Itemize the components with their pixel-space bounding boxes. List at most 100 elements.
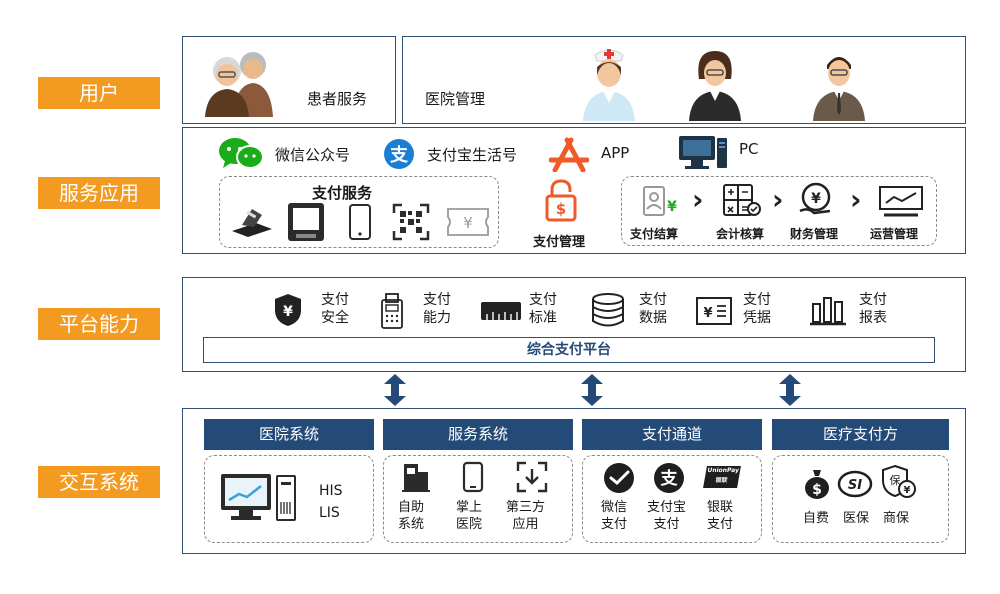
commercial-insurance-label: 商保	[883, 511, 910, 526]
svg-text:¥: ¥	[667, 199, 677, 215]
hospital-mgmt-label: 医院管理	[425, 90, 486, 108]
label-line1: 微信	[601, 500, 628, 515]
workflow-accounting-label: 会计核算	[716, 227, 765, 241]
channel-alipay-label: 支付宝生活号	[427, 146, 518, 164]
label-line1: 掌上	[456, 500, 483, 515]
monitor-icon	[219, 472, 299, 526]
workflow-settlement-label: 支付结算	[630, 227, 679, 241]
payment-services-group: 支付服务	[219, 176, 499, 248]
kiosk-icon	[286, 201, 326, 243]
interaction-box: 医院系统 HIS LIS 服务系统	[182, 408, 966, 554]
cap-line2: 凭据	[743, 310, 771, 326]
pos-terminal-icon	[228, 205, 276, 239]
workflow-operations-label: 运营管理	[870, 227, 919, 241]
wechat-pay-icon	[603, 462, 635, 494]
medical-payer-header: 医疗支付方	[772, 419, 949, 450]
platform-box: ¥ 支付 安全 支付 能力 支付 标准	[182, 277, 966, 372]
mobile-hospital-label: 掌上 医院	[456, 499, 482, 533]
svg-text:SI: SI	[848, 478, 862, 493]
finance-icon: ¥	[796, 181, 836, 219]
cap-line1: 支付	[529, 292, 557, 308]
svg-text:$: $	[556, 200, 566, 218]
layer-label-interaction: 交互系统	[38, 466, 160, 498]
double-arrow-icon	[382, 374, 408, 406]
hospital-system-header: 医院系统	[204, 419, 374, 450]
ticket-yuan-icon: ¥	[446, 207, 490, 237]
cap-line1: 支付	[321, 292, 349, 308]
unionpay-logo-icon: UnionPay 银联	[703, 466, 741, 488]
arrow-right-icon: ›	[772, 183, 784, 216]
wechat-icon	[217, 137, 265, 171]
database-icon	[591, 292, 625, 328]
label-line2: 支付	[601, 517, 628, 532]
cap-security-label: 支付 安全	[321, 291, 349, 327]
self-service-label: 自助 系统	[398, 499, 424, 533]
payment-lock-icon: $	[544, 178, 578, 222]
cap-line2: 数据	[639, 310, 667, 326]
svg-text:¥: ¥	[811, 191, 821, 207]
operations-chart-icon	[878, 185, 924, 217]
cap-line1: 支付	[743, 292, 771, 308]
pay-mgmt-label: 支付管理	[533, 235, 586, 250]
unionpay-label: 银联 支付	[707, 499, 733, 533]
cap-line2: 报表	[859, 310, 887, 326]
cap-voucher-label: 支付 凭据	[743, 291, 771, 327]
layer-label-service-app: 服务应用	[38, 177, 160, 209]
cap-standard-label: 支付 标准	[529, 291, 557, 327]
label-line2: 系统	[398, 517, 425, 532]
alipay-icon: 支	[383, 138, 415, 170]
payment-services-title: 支付服务	[312, 184, 373, 202]
self-service-kiosk-icon	[402, 462, 430, 492]
voucher-icon: ¥	[695, 296, 733, 326]
svg-text:$: $	[812, 482, 822, 498]
lis-label: LIS	[319, 505, 340, 521]
svg-text:¥: ¥	[463, 214, 473, 232]
arrow-right-icon: ›	[692, 183, 704, 216]
medical-insurance-label: 医保	[843, 511, 870, 526]
app-store-icon	[549, 136, 589, 172]
accounting-icon	[722, 183, 762, 219]
layer-label-user: 用户	[38, 77, 160, 109]
mobile-hospital-icon	[462, 461, 484, 493]
hospital-system-group: HIS LIS	[204, 455, 374, 543]
cap-line2: 能力	[423, 310, 451, 326]
pos-device-icon	[380, 292, 404, 330]
pc-icon	[677, 134, 729, 170]
label-line1: 支付宝	[647, 500, 687, 515]
layer-label-platform: 平台能力	[38, 308, 160, 340]
arrow-right-icon: ›	[850, 183, 862, 216]
businesswoman-icon	[683, 45, 747, 121]
service-system-header: 服务系统	[383, 419, 573, 450]
workflow-finance-label: 财务管理	[790, 227, 839, 241]
payment-channel-group: 微信 支付 支 支付宝 支付 UnionPay 银联 银联 支付	[582, 455, 762, 543]
cap-data-label: 支付 数据	[639, 291, 667, 327]
label-line1: 自助	[398, 500, 425, 515]
settlement-icon: ¥	[642, 185, 682, 217]
elderly-couple-icon	[201, 47, 281, 117]
label-line2: 支付	[707, 517, 734, 532]
payment-channel-header: 支付通道	[582, 419, 762, 450]
alipay-pay-label: 支付宝 支付	[647, 499, 686, 533]
cap-line1: 支付	[639, 292, 667, 308]
alipay-pay-icon: 支	[653, 462, 685, 494]
cap-ability-label: 支付 能力	[423, 291, 451, 327]
svg-text:¥: ¥	[904, 485, 911, 496]
cap-report-label: 支付 报表	[859, 291, 887, 327]
nurse-icon	[577, 45, 641, 121]
double-arrow-icon	[579, 374, 605, 406]
double-arrow-icon	[777, 374, 803, 406]
workflow-group: ¥ 支付结算 › 会计核算 › ¥ 财务管理 ›	[621, 176, 937, 246]
label-line2: 应用	[512, 517, 539, 532]
commercial-insurance-icon: 保 ¥	[881, 464, 917, 500]
svg-text:支: 支	[661, 468, 679, 489]
integrated-payment-platform-bar: 综合支付平台	[203, 337, 935, 363]
svg-text:¥: ¥	[703, 306, 712, 321]
svg-text:支: 支	[389, 144, 409, 166]
mobile-phone-icon	[348, 203, 372, 241]
channel-pc-label: PC	[739, 140, 759, 158]
label-line1: 银联	[707, 500, 734, 515]
channel-app-label: APP	[601, 144, 630, 162]
service-system-group: 自助 系统 掌上 医院 第三方 应用	[383, 455, 573, 543]
businessman-icon	[807, 45, 871, 121]
self-pay-label: 自费	[803, 511, 830, 526]
